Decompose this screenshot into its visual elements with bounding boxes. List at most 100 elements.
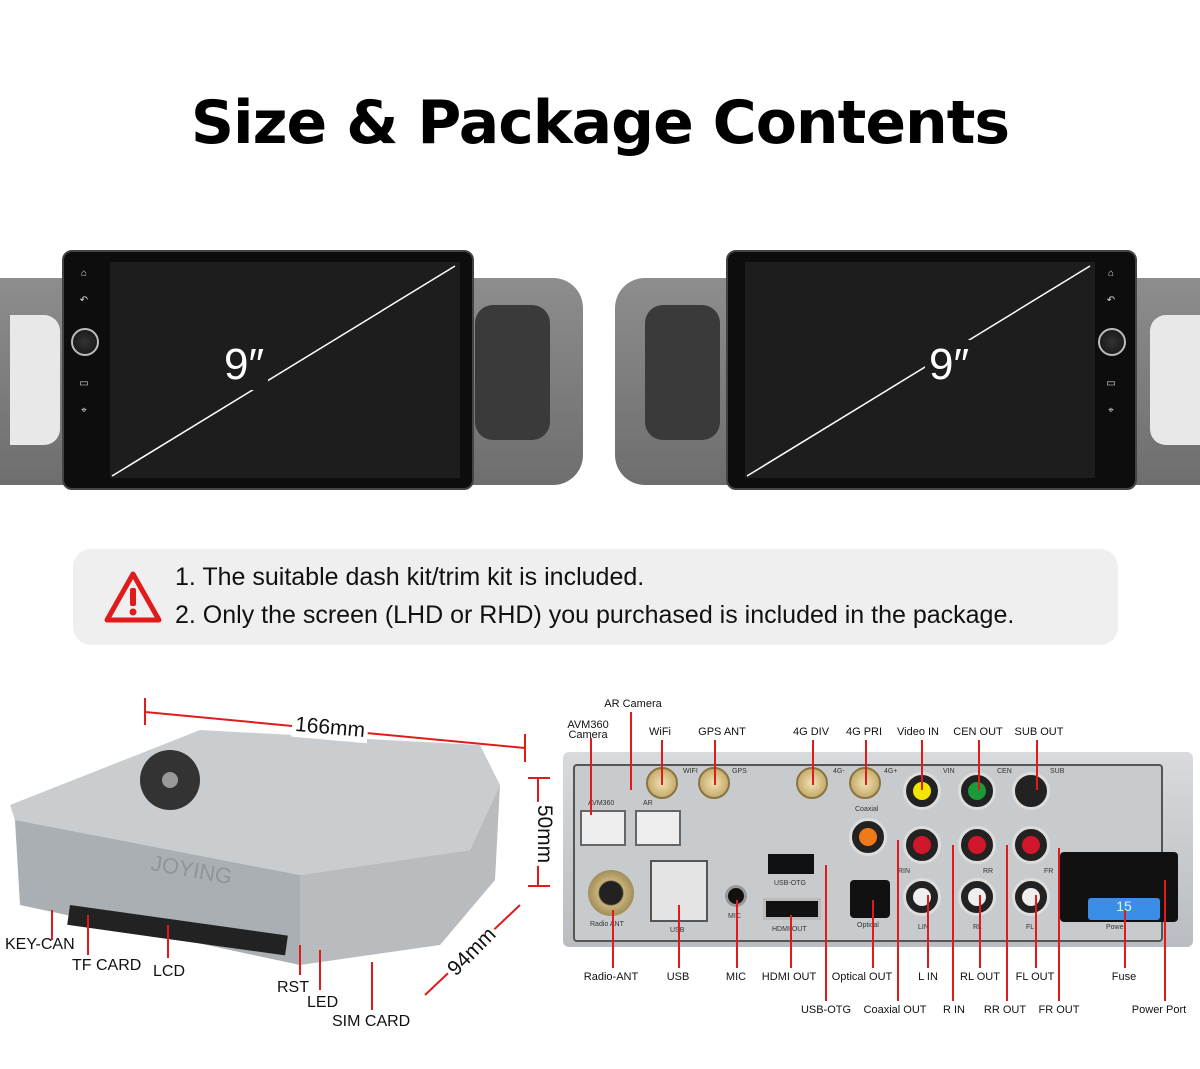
gps-icon[interactable]: ⌖ bbox=[81, 405, 87, 416]
callout-line bbox=[1035, 895, 1037, 968]
callout-line bbox=[812, 740, 814, 785]
back-icon[interactable]: ↶ bbox=[79, 295, 89, 306]
avm360-connector[interactable] bbox=[580, 810, 626, 846]
port-label: GPS ANT bbox=[698, 726, 746, 738]
port-label: AVM360 Camera bbox=[567, 719, 609, 741]
callout-line bbox=[1006, 845, 1008, 1001]
ar-connector[interactable] bbox=[635, 810, 681, 846]
silkscreen-label: RL bbox=[973, 924, 982, 931]
rca-jack[interactable] bbox=[958, 878, 996, 916]
home-icon[interactable]: ⌂ bbox=[1107, 268, 1115, 279]
head-unit-lhd: ⌂ ↶ ▭ ⌖ 9″ bbox=[0, 250, 590, 495]
silkscreen-label: WIFI bbox=[683, 768, 698, 775]
silkscreen-label: USB bbox=[670, 927, 684, 934]
silkscreen-label: MIC bbox=[728, 913, 741, 920]
silkscreen-label: FL bbox=[1026, 924, 1035, 931]
silkscreen-label: Power bbox=[1106, 924, 1126, 931]
port-label: WiFi bbox=[649, 726, 671, 738]
callout-line bbox=[678, 905, 680, 968]
callout-line bbox=[661, 740, 663, 785]
rca-jack[interactable] bbox=[1012, 878, 1050, 916]
port-label: Radio-ANT bbox=[583, 971, 639, 983]
screen-bezel: 9″ ⌂ ↶ ▭ ⌖ bbox=[726, 250, 1137, 490]
radio-antenna-port[interactable] bbox=[588, 870, 634, 916]
fuse[interactable]: 15 bbox=[1088, 898, 1160, 920]
rca-jack[interactable] bbox=[958, 772, 996, 810]
callout-line bbox=[1058, 848, 1060, 1001]
label-tf-card: TF CARD bbox=[72, 957, 142, 974]
port-label: RL OUT bbox=[960, 971, 1000, 983]
silkscreen-label: RIN bbox=[898, 868, 911, 875]
rca-jack[interactable] bbox=[903, 772, 941, 810]
port-label: R IN bbox=[943, 1004, 965, 1016]
port-label: L IN bbox=[918, 971, 938, 983]
port-label: FR OUT bbox=[1038, 1004, 1080, 1016]
rca-jack[interactable] bbox=[849, 818, 887, 856]
volume-knob[interactable] bbox=[1098, 328, 1126, 356]
callout-line bbox=[1124, 910, 1126, 968]
home-icon[interactable]: ⌂ bbox=[80, 268, 88, 279]
back-icon[interactable]: ↶ bbox=[1106, 295, 1116, 306]
silkscreen-label: 4G+ bbox=[884, 768, 898, 775]
diagonal-line bbox=[746, 265, 1091, 477]
callout-line bbox=[1164, 880, 1166, 1001]
label-sim-card: SIM CARD bbox=[332, 1013, 411, 1030]
callout-line bbox=[825, 865, 827, 1001]
silkscreen-label: LIN bbox=[918, 924, 929, 931]
silkscreen-label: USB-OTG bbox=[774, 880, 806, 887]
port-label: MIC bbox=[725, 971, 747, 983]
rca-jack[interactable] bbox=[1012, 772, 1050, 810]
callout-line bbox=[736, 900, 738, 968]
port-label: 4G PRI bbox=[845, 726, 883, 738]
callout-line bbox=[872, 900, 874, 968]
rca-jack[interactable] bbox=[903, 878, 941, 916]
callout-line bbox=[978, 740, 980, 790]
optical-port[interactable] bbox=[850, 880, 890, 918]
silkscreen-label: GPS bbox=[732, 768, 747, 775]
callout-line bbox=[590, 738, 592, 815]
label-lcd: LCD bbox=[153, 963, 186, 980]
port-label: FL OUT bbox=[1015, 971, 1055, 983]
callout-line bbox=[1036, 740, 1038, 790]
callout-line bbox=[927, 895, 929, 968]
silkscreen-label: AVM360 bbox=[588, 800, 615, 807]
port-label: HDMI OUT bbox=[761, 971, 817, 983]
silkscreen-label: HDMI OUT bbox=[772, 926, 807, 933]
callout-line bbox=[790, 915, 792, 968]
port-label: Coaxial OUT bbox=[863, 1004, 927, 1016]
callout-line bbox=[921, 740, 923, 790]
callout-line bbox=[630, 712, 632, 790]
callout-line bbox=[979, 895, 981, 968]
usb-otg-port[interactable] bbox=[768, 854, 814, 874]
port-label: Optical OUT bbox=[831, 971, 893, 983]
label-led: LED bbox=[307, 994, 339, 1011]
callout-line bbox=[897, 840, 899, 1001]
silkscreen-label: FR bbox=[1044, 868, 1054, 875]
radio-icon[interactable]: ▭ bbox=[79, 378, 89, 389]
silkscreen-label: VIN bbox=[943, 768, 955, 775]
diagonal-line bbox=[111, 265, 456, 477]
page-title: Size & Package Contents bbox=[190, 88, 1010, 158]
notice-line: 1. The suitable dash kit/trim kit is inc… bbox=[175, 563, 645, 591]
screen-bezel: ⌂ ↶ ▭ ⌖ 9″ bbox=[62, 250, 474, 490]
port-label: Fuse bbox=[1111, 971, 1137, 983]
port-label: RR OUT bbox=[983, 1004, 1027, 1016]
callout-line bbox=[714, 740, 716, 785]
radio-icon[interactable]: ▭ bbox=[1106, 378, 1116, 389]
height-dimension: 50mm bbox=[532, 801, 557, 867]
warning-icon bbox=[104, 571, 162, 623]
label-key-can: KEY-CAN bbox=[5, 936, 75, 953]
silkscreen-label: SUB bbox=[1050, 768, 1065, 775]
volume-knob[interactable] bbox=[71, 328, 99, 356]
gps-icon[interactable]: ⌖ bbox=[1108, 405, 1114, 416]
callout-line bbox=[612, 910, 614, 968]
rca-jack[interactable] bbox=[1012, 826, 1050, 864]
silkscreen-label: Coaxial bbox=[855, 806, 879, 813]
rca-jack[interactable] bbox=[958, 826, 996, 864]
silkscreen-label: 4G- bbox=[833, 768, 845, 775]
chassis-drawing: JOYING bbox=[10, 698, 550, 1010]
rca-jack[interactable] bbox=[903, 826, 941, 864]
port-label: USB-OTG bbox=[800, 1004, 852, 1016]
callout-line bbox=[952, 845, 954, 1001]
hdmi-port[interactable] bbox=[763, 898, 821, 920]
